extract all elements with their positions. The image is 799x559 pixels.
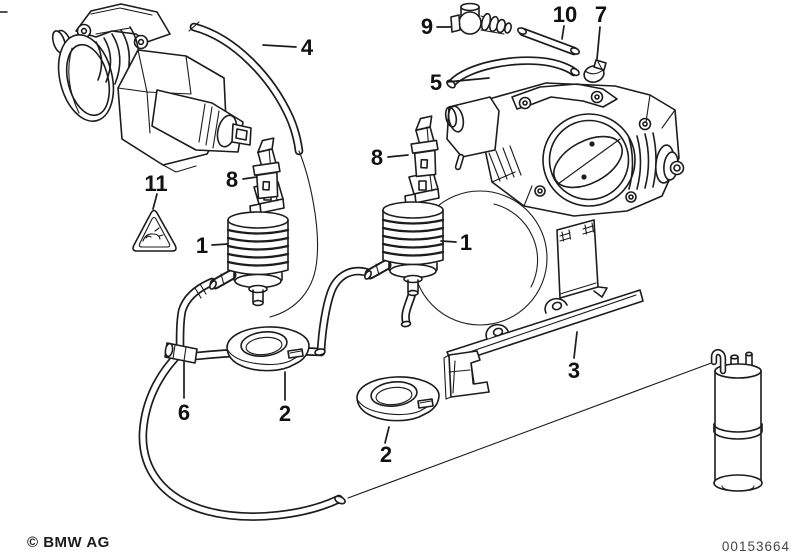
callout-valve-1-right: 1: [460, 230, 472, 255]
mounting-ring-2-right: [356, 376, 440, 422]
hose-clamp-7: [583, 59, 607, 83]
callout-hose-10: 10: [553, 2, 577, 27]
callout-hose-4: 4: [301, 35, 314, 60]
fuel-canister: [710, 349, 763, 492]
mounting-bracket-3: [443, 219, 644, 400]
callout-clamp-7: 7: [595, 2, 607, 27]
t-junction-6: [164, 342, 198, 364]
hose-4: [188, 21, 319, 318]
open-hose-end: [334, 495, 346, 505]
canister-leader-line: [347, 361, 715, 499]
warning-label-11: [132, 209, 177, 252]
connector-plug-8-right: [408, 114, 441, 179]
callout-label-11: 11: [144, 171, 167, 196]
callout-plug-8-right: 8: [371, 145, 383, 170]
document-number: 00153664: [721, 539, 790, 554]
hose-4-routing-line: [269, 150, 319, 318]
vacuum-tee-connector-9: [450, 2, 512, 35]
callout-junction-6: 6: [178, 400, 190, 425]
hose-10: [516, 27, 581, 56]
solenoid-valve-1-right: [364, 172, 443, 295]
open-hose-end: [400, 320, 412, 328]
callout-ring-2-right: 2: [380, 442, 392, 467]
callout-hose-5: 5: [430, 70, 442, 95]
throttle-bore: [542, 113, 636, 207]
callout-leader-lines: [152, 25, 601, 444]
callout-tee-9: 9: [421, 14, 433, 39]
copyright-text: © BMW AG: [27, 534, 110, 551]
callout-plug-8-left: 8: [226, 167, 238, 192]
callout-bracket-3: 3: [568, 358, 580, 383]
callout-ring-2-left: 2: [279, 401, 291, 426]
butterfly-plate: [553, 135, 623, 189]
hose-5: [446, 56, 580, 89]
mounting-ring-2-left: [226, 326, 310, 372]
throttle-body-right: [444, 82, 685, 217]
throttle-body-left: [51, 3, 252, 173]
callout-valve-1-left: 1: [196, 233, 208, 258]
